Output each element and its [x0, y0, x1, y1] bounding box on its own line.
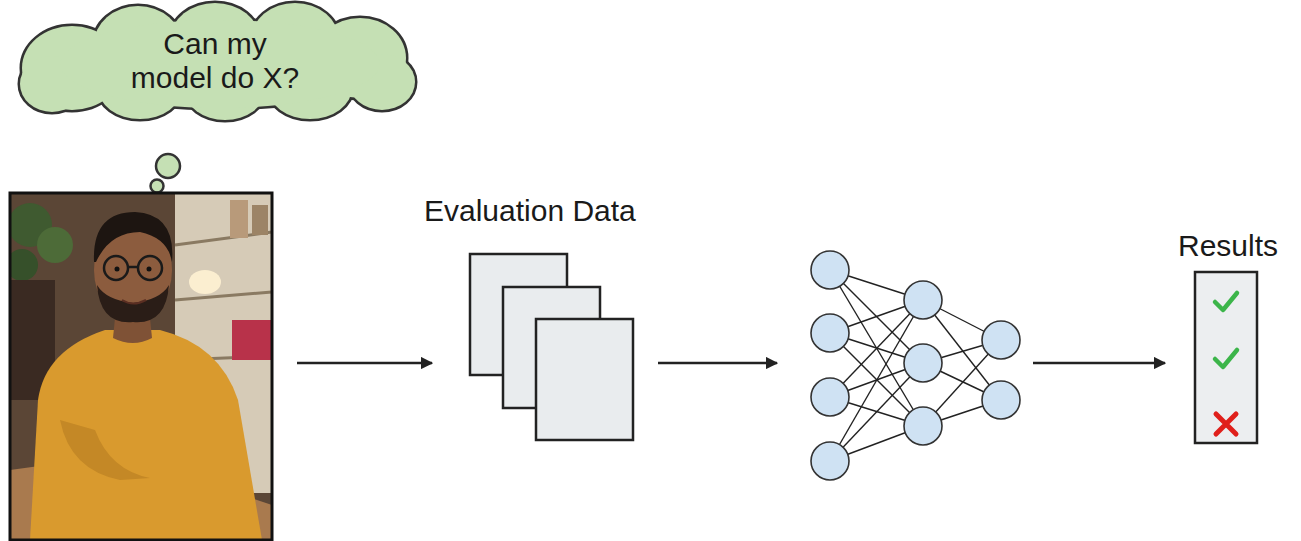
magazine [232, 320, 272, 360]
neural-network [811, 251, 1020, 480]
neuron [982, 381, 1020, 419]
heading-label: Evaluation Data [420, 190, 660, 229]
network-connection [830, 300, 923, 397]
thought-bubble [156, 154, 180, 178]
thought-text: Can my model do X? [123, 27, 308, 96]
node-shape [420, 190, 652, 446]
book [230, 200, 248, 238]
neuron [811, 378, 849, 416]
beard [97, 285, 169, 322]
document-page [536, 319, 633, 440]
neuron [982, 321, 1020, 359]
flow-arrow [658, 362, 777, 365]
plant [37, 227, 73, 263]
data-stack: Evaluation Data [420, 190, 660, 446]
cloud-outline [60, 20, 380, 108]
glasses [138, 256, 162, 280]
neuron [904, 344, 942, 382]
lamp-light [189, 270, 221, 294]
smile [122, 300, 146, 304]
glasses [104, 256, 128, 280]
person-photo [10, 193, 272, 540]
flow-arrow [1033, 362, 1165, 365]
hair [94, 212, 172, 262]
check-mark [1215, 350, 1237, 367]
heading-label: Results [1159, 225, 1297, 264]
results-list: Results [1159, 225, 1297, 447]
neuron [811, 251, 849, 289]
neuron [811, 314, 849, 352]
book [252, 205, 268, 235]
cross-mark [1216, 414, 1236, 434]
neuron [811, 442, 849, 480]
glasses-bridge [128, 266, 138, 269]
flow-arrow [297, 362, 432, 365]
sweater [30, 330, 262, 540]
photo-frame [10, 193, 272, 540]
results-box [1195, 272, 1257, 443]
shelf [175, 292, 272, 300]
eye [147, 267, 152, 272]
eye [115, 267, 120, 272]
cloud-fill [60, 20, 380, 108]
thought-cloud: Can my model do X? [10, 0, 420, 122]
check-mark [1215, 293, 1237, 310]
neuron [904, 407, 942, 445]
neuron [904, 281, 942, 319]
photo-background [10, 193, 272, 540]
sweater-fold [60, 420, 150, 480]
plant [10, 249, 38, 281]
thought-bubble [151, 180, 164, 193]
